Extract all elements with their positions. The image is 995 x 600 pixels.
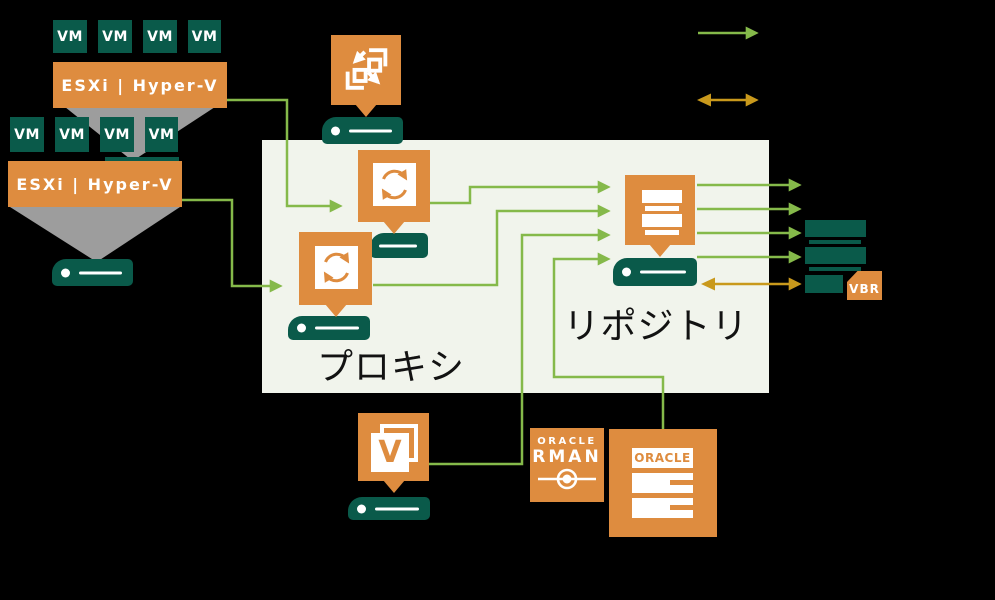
rman-channel-icon [538,468,596,490]
pill-dot [297,323,306,333]
pill-line [79,271,122,274]
agent-server-pill [348,497,430,520]
pill-line [375,507,419,510]
server-tray-notch [670,480,693,485]
hypervisor-label: ESXi | Hyper-V [16,174,174,194]
vm-label: VM [102,28,128,45]
connector-proxy2-to-repository [373,204,611,287]
hypervisor-label: ESXi | Hyper-V [61,75,219,95]
repository-server-pill [613,258,697,286]
proxy1-icon [358,150,430,234]
connector-agent-to-repository [429,228,611,466]
bubble-pointer [382,480,405,493]
bubble-pointer [324,304,347,317]
vm-label: VM [59,126,85,143]
backup-stack-icon [645,230,679,235]
connector-esxi2-to-proxy2 [182,198,283,293]
storage-tray-divider [809,267,861,271]
vm-label: VM [104,126,130,143]
hidden-server-edge [105,157,179,163]
vm-label: VM [14,126,40,143]
legend-twoway-left-head [697,93,711,107]
vm-box: VM [100,117,134,152]
pill-line [349,129,392,132]
oracle-rman-badge: ORACLE RMAN [530,428,604,502]
hypervisor-bar-2: ESXi | Hyper-V [8,161,182,207]
proxy-zone-label: プロキシ [316,347,466,388]
veeam-v-icon: V [371,433,409,472]
bubble-pointer [383,221,405,234]
storage-tray-divider [809,240,861,244]
pill-dot [357,504,366,513]
twoway-left-head [701,277,715,291]
vm-box: VM [10,117,44,152]
source-server-pill [52,259,133,286]
storage-tray [805,220,866,237]
pill-line [379,244,417,247]
backup-stack-icon [642,190,682,203]
pill-dot [622,267,631,277]
vm-box: VM [145,117,178,152]
sync-arrows-icon [381,169,408,200]
repository-zone-label: リポジトリ [563,306,749,347]
vm-box: VM [98,20,132,53]
server-tray [632,498,693,518]
vm-label: VM [57,28,83,45]
proxy2-server-pill [288,316,370,340]
vm-box: VM [55,117,89,152]
backup-server-pill [322,117,403,144]
rman-label: RMAN [532,447,602,467]
bubble-pointer [355,104,377,117]
connector-esxi1-to-proxy1 [227,98,343,213]
vm-label: VM [191,28,218,45]
proxy2-icon [299,232,372,317]
oracle-server-icon: ORACLE [609,429,717,537]
sync-arrows-icon [323,252,350,283]
vm-box: VM [188,20,221,53]
oracle-wordmark: ORACLE [537,436,597,447]
vm-box: VM [53,20,87,53]
pill-dot [61,268,70,277]
replication-glyph [345,48,388,90]
connector-proxy1-to-repository [429,180,611,205]
server-tray [632,473,693,493]
hypervisor-bar-1: ESXi | Hyper-V [53,62,227,108]
veeam-agent-icon: V [358,413,429,493]
server-tray-notch [670,505,693,510]
oracle-label: ORACLE [632,448,693,468]
storage-tray [805,247,866,264]
vbr-label: VBR [849,282,880,296]
pill-line [640,270,686,274]
proxy1-server-pill [370,233,428,258]
storage-tray [805,275,843,293]
connector-oracle-to-repository [552,252,665,429]
backup-stack-icon [642,214,682,227]
backup-stack-icon [645,206,679,211]
vm-label: VM [147,28,173,45]
vm-label: VM [148,126,175,143]
repository-icon [625,175,695,257]
pill-dot [331,126,340,135]
vm-box: VM [143,20,177,53]
bubble-pointer [649,244,671,257]
backup-server-icon [331,35,401,117]
pill-line [315,326,359,330]
